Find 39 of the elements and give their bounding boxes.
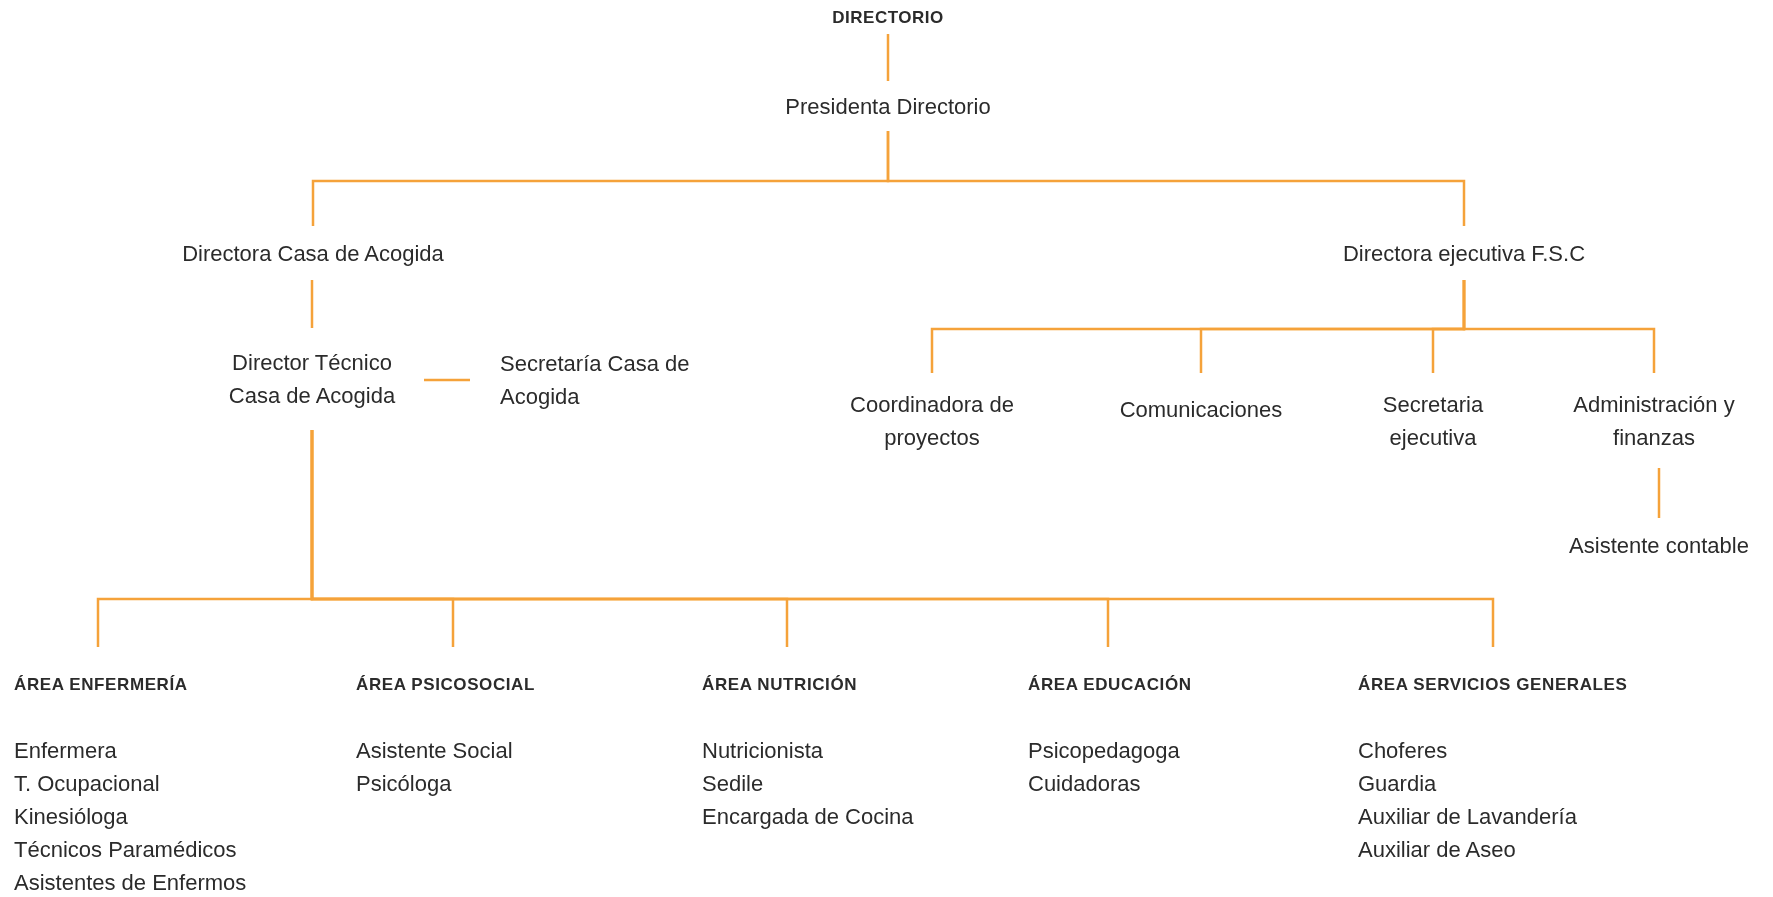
role-text: Kinesióloga [14,803,128,831]
connector-line [1657,468,1661,518]
position-label: Secretaria ejecutiva [1381,390,1485,452]
role-text: Choferes [1358,737,1448,765]
position-label: Presidenta Directorio [785,92,991,121]
connector-line [310,430,1495,647]
position-label: Administración y finanzas [1572,390,1736,452]
position-label: Directora Casa de Acogida [182,239,444,268]
role-text: Encargada de Cocina [702,803,914,831]
role-text: Auxiliar de Lavandería [1358,803,1577,831]
role-text: T. Ocupacional [14,770,160,798]
role-text: Técnicos Paramédicos [14,836,237,864]
area-heading: ÁREA EDUCACIÓN [1028,674,1192,696]
area-heading: ÁREA NUTRICIÓN [702,674,858,696]
role-text: Asistentes de Enfermos [14,869,247,897]
role-text: Psicopedagoga [1028,737,1180,765]
connector-line [886,34,890,81]
position-label: Directora ejecutiva F.S.C [1342,239,1586,268]
position-label: Secretaría Casa de Acogida [500,350,691,411]
role-text: Cuidadoras [1028,770,1141,798]
connector-line [310,280,314,328]
position-label: Comunicaciones [1119,395,1283,424]
role-text: Psicóloga [356,770,452,798]
area-heading: ÁREA SERVICIOS GENERALES [1358,674,1628,696]
area-heading: ÁREA PSICOSOCIAL [356,674,535,696]
role-text: Nutricionista [702,737,824,765]
role-text: Sedile [702,770,764,798]
position-label: Asistente contable [1569,531,1749,560]
role-text: Guardia [1358,770,1437,798]
connector-line [886,131,1466,226]
role-text: Enfermera [14,737,117,765]
role-text: Asistente Social [356,737,513,765]
chart-heading: DIRECTORIO [832,6,944,29]
role-text: Auxiliar de Aseo [1358,836,1516,864]
connector-line [1462,280,1656,373]
area-heading: ÁREA ENFERMERÍA [14,674,188,696]
connector-line [424,378,470,382]
position-label: Director Técnico Casa de Acogida [227,349,397,410]
position-label: Coordinadora de proyectos [849,390,1015,452]
